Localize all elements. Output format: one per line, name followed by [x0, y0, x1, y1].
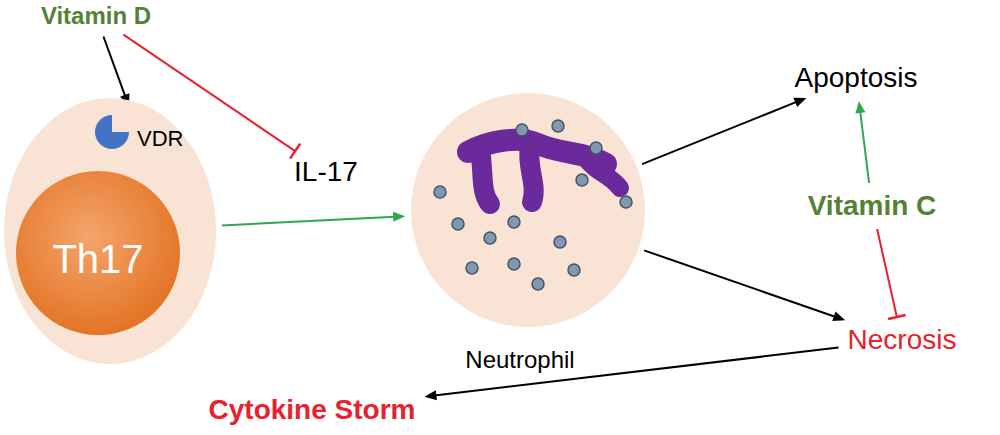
arrow-head — [832, 312, 845, 321]
node-text: Apoptosis — [795, 62, 918, 94]
connector — [877, 229, 905, 319]
node-text: Vitamin C — [808, 190, 937, 222]
connector — [424, 348, 838, 401]
receptor-symbol — [93, 113, 131, 151]
node-text: IL-17 — [294, 156, 358, 188]
connector-line — [434, 348, 838, 396]
node-text: Cytokine Storm — [209, 394, 416, 426]
neutrophil-cell: Neutrophil — [410, 92, 646, 328]
node-text: Th17 — [52, 239, 143, 279]
connector-line — [103, 36, 125, 96]
vitamin-label: Vitamin C — [804, 188, 941, 224]
cytokine-storm-label: Cytokine Storm — [205, 392, 420, 428]
connector — [103, 36, 129, 106]
vitamin-label: Vitamin D — [37, 0, 155, 32]
node-text: Vitamin D — [41, 2, 151, 30]
connector — [644, 250, 845, 321]
outcome-label: Necrosis — [844, 322, 961, 358]
arrow-head — [888, 315, 906, 319]
connector-line — [860, 111, 869, 183]
arrow-head — [424, 390, 437, 400]
cytokine-label: IL-17 — [290, 154, 362, 190]
arrow-head — [855, 101, 865, 114]
connector — [123, 35, 300, 159]
connector-line — [642, 102, 797, 164]
connector-line — [877, 229, 897, 317]
connector — [222, 212, 405, 226]
connector-line — [644, 250, 836, 317]
connector — [855, 101, 869, 183]
node-text: VDR — [137, 128, 183, 150]
receptor-label: VDR — [91, 111, 185, 153]
node-text: Necrosis — [848, 324, 957, 356]
neutrophil-body — [410, 92, 646, 328]
arrow-head — [393, 212, 405, 222]
outcome-label: Apoptosis — [791, 60, 922, 96]
connector-line — [123, 35, 295, 151]
connector-line — [222, 217, 395, 226]
th17-cell: Th17 VDR — [3, 97, 217, 365]
arrow-head — [793, 98, 806, 107]
node-text: Neutrophil — [465, 348, 574, 372]
connector — [642, 98, 806, 164]
